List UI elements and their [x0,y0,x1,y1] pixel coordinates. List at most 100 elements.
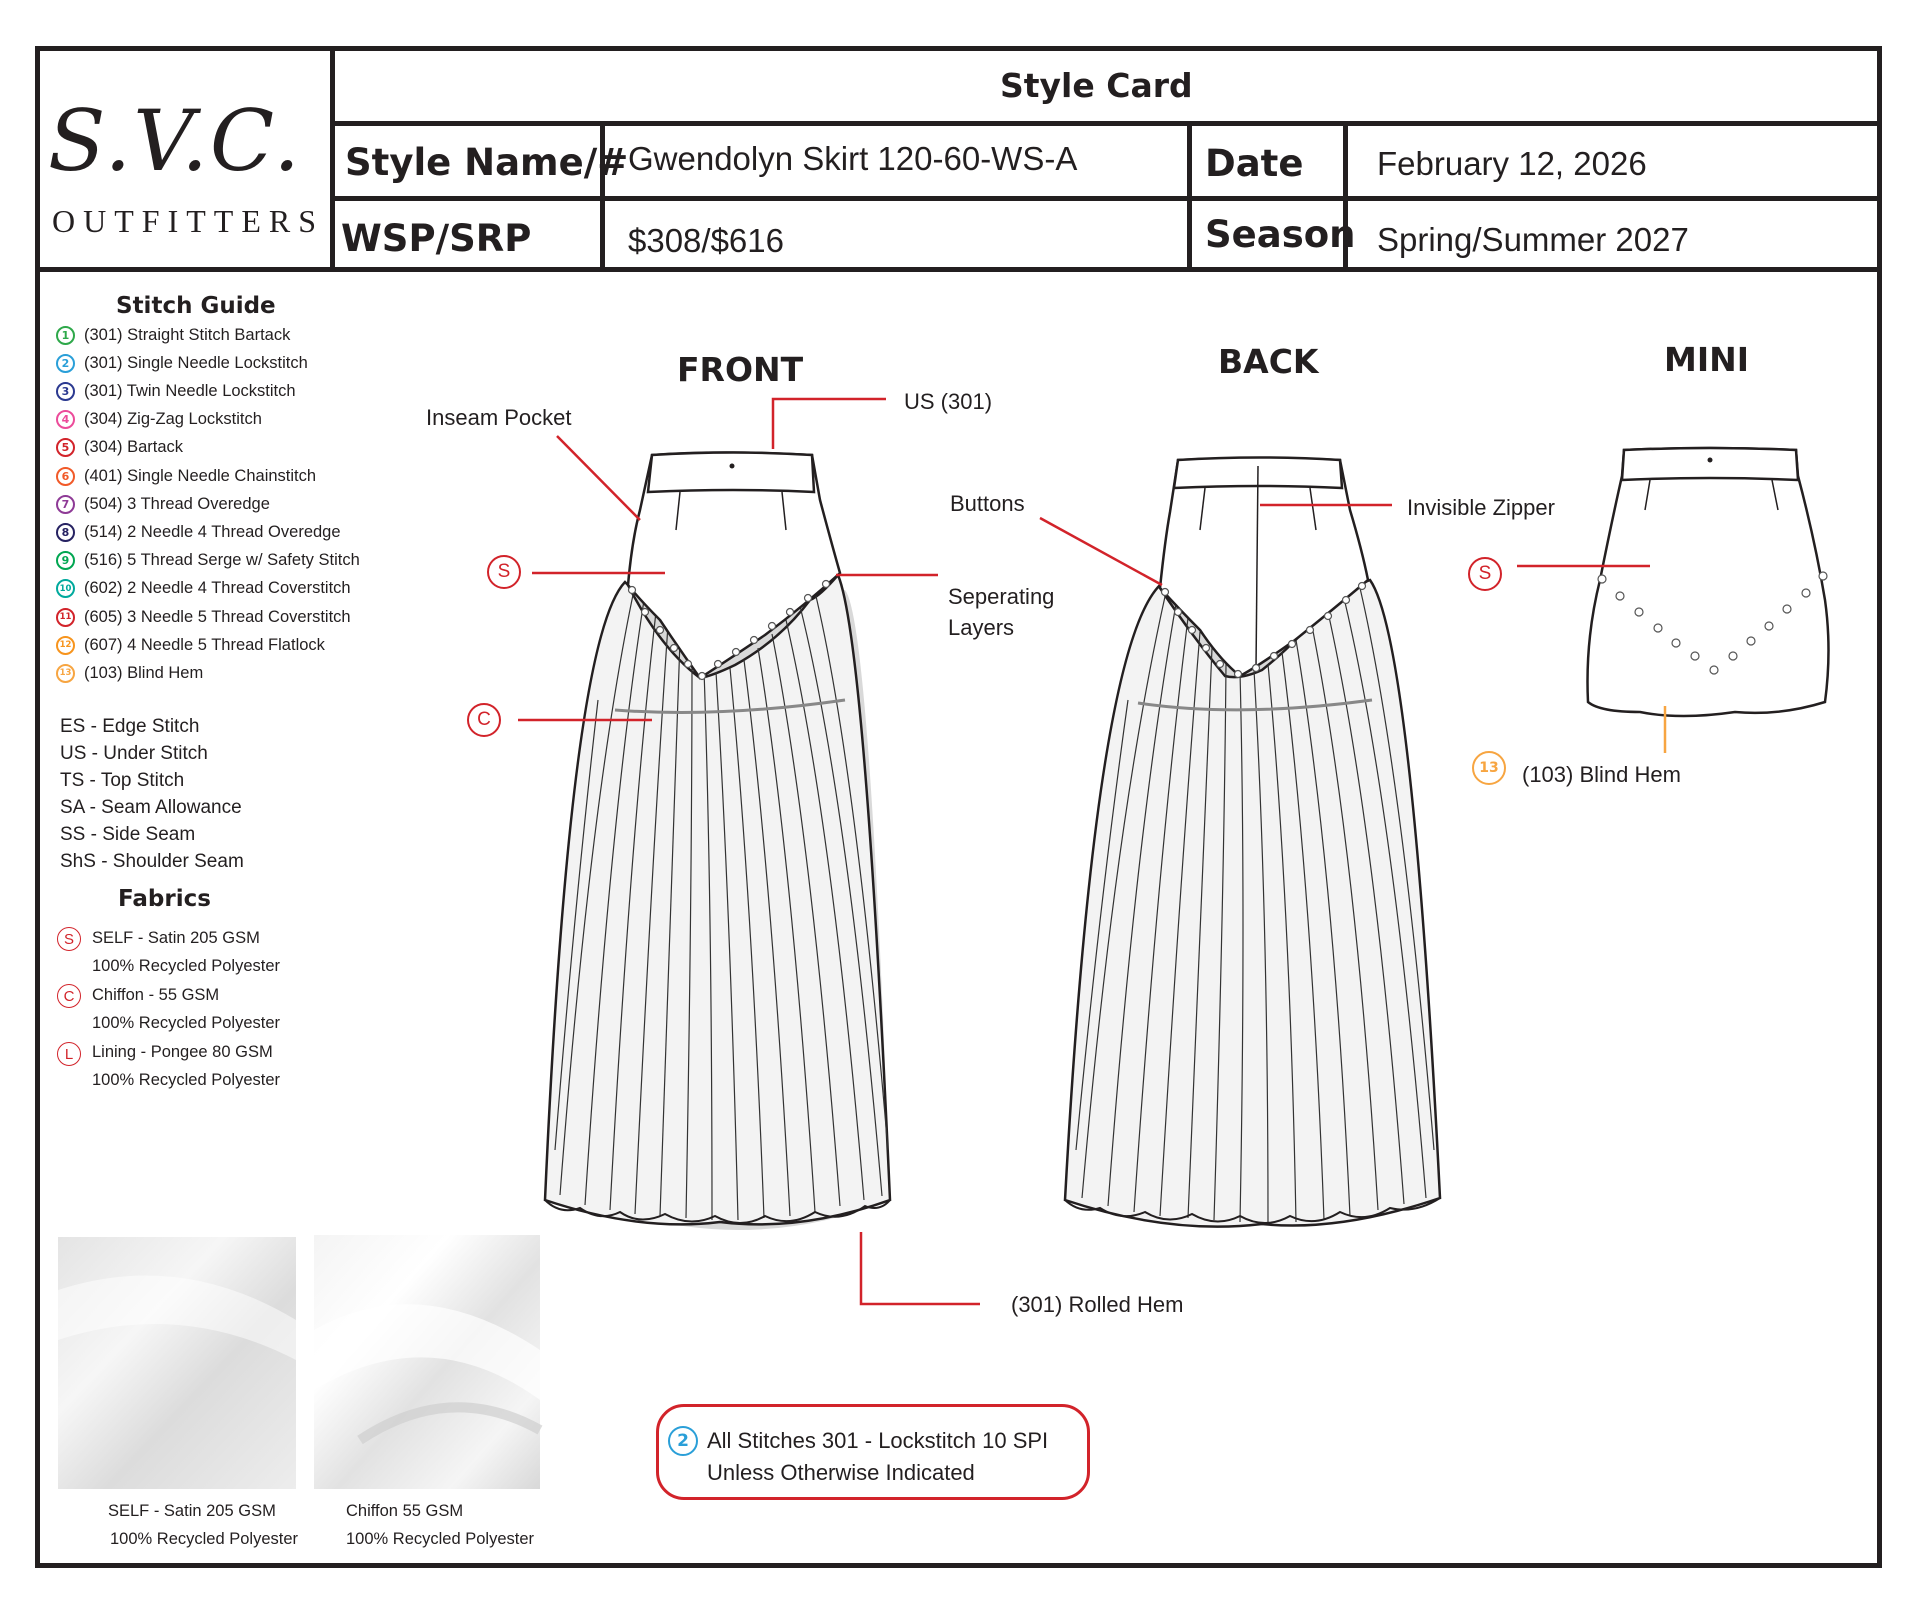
leader-buttons [1039,516,1163,587]
view-title-mini: MINI [1664,340,1750,379]
stitch-guide-item: 11 (605) 3 Needle 5 Thread Coverstitch [56,604,351,630]
swatch-satin-content: 100% Recycled Polyester [110,1530,299,1548]
stitch-number-badge: 8 [56,522,75,542]
callout-mini-blind-hem-badge: 13 [1472,751,1506,785]
stitch-number-badge: 11 [56,607,75,627]
stitch-number-badge: 9 [56,551,75,571]
stitch-guide-label: (514) 2 Needle 4 Thread Overedge [84,522,341,541]
view-title-front: FRONT [677,350,804,389]
stitch-guide-label: (602) 2 Needle 4 Thread Coverstitch [84,579,351,598]
swatch-satin-name: SELF - Satin 205 GSM [108,1502,276,1520]
header-bottom-line [35,267,1882,272]
stitch-guide-title: Stitch Guide [116,293,276,319]
leader-us-301 [771,397,886,449]
stitch-number-badge: 5 [56,438,75,458]
card-title: Style Card [1000,66,1193,105]
mini-waistband [1620,446,1800,482]
swatch-chiffon-content: 100% Recycled Polyester [346,1530,535,1548]
stitch-number-badge: 2 [56,353,75,373]
stitch-guide-label: (607) 4 Needle 5 Thread Flatlock [84,635,325,654]
note-line-1: All Stitches 301 - Lockstitch 10 SPI [707,1428,1049,1453]
style-name-label: Style Name/# [345,141,629,184]
note-line-2: Unless Otherwise Indicated [707,1460,975,1485]
front-skirt-flat [543,451,892,1230]
header-divider-col3 [1343,121,1348,272]
fabric-lining-name: Lining - Pongee 80 GSM [92,1043,273,1061]
stitch-guide-item: 3 (301) Twin Needle Lockstitch [56,378,296,404]
mini-dart-left [1644,479,1651,511]
note-stitch-badge: 2 [668,1426,698,1456]
back-dart-right [1309,487,1317,531]
fabric-badge-self: S [57,927,81,951]
stitch-note-box [656,1404,1090,1500]
front-hem-wave [544,1199,891,1224]
mini-waist-button [1707,457,1713,463]
mini-skirt-flat [1586,446,1830,718]
fabric-self-name: SELF - Satin 205 GSM [92,929,260,947]
season-value: Spring/Summer 2027 [1377,221,1689,258]
price-value: $308/$616 [628,222,784,259]
header-divider-col1 [600,121,605,272]
brand-logo-subtitle: OUTFITTERS [52,203,324,239]
stitch-guide-label: (301) Twin Needle Lockstitch [84,381,296,400]
callout-buttons: Buttons [950,491,1025,516]
callout-rolled-hem: (301) Rolled Hem [1011,1292,1184,1317]
back-hem-wave [1064,1197,1441,1224]
front-waist-button [729,463,735,469]
callout-front-chiffon-badge: C [467,703,501,737]
style-card-frame [35,46,1882,1568]
abbr-shoulder-seam: ShS - Shoulder Seam [60,851,244,872]
mini-dart-right [1771,479,1779,511]
mini-buttons [1597,571,1828,675]
stitch-guide-item: 6 (401) Single Needle Chainstitch [56,463,316,489]
stitch-guide-item: 10 (602) 2 Needle 4 Thread Coverstitch [56,576,351,602]
price-label: WSP/SRP [341,217,532,260]
stitch-guide-item: 1(301) Straight Stitch Bartack [56,322,290,348]
stitch-guide-item: 9 (516) 5 Thread Serge w/ Safety Stitch [56,548,360,574]
swatch-chiffon-fold [314,1304,540,1400]
header-divider-title [330,121,1882,126]
back-lining-hem [1137,698,1373,712]
abbr-under-stitch: US - Under Stitch [60,743,208,764]
abbr-top-stitch: TS - Top Stitch [60,770,185,791]
front-lining-hem [614,698,846,714]
front-waistband [646,451,816,494]
fabric-chiffon-content: 100% Recycled Polyester [92,1014,281,1032]
callout-us-301: US (301) [904,389,993,414]
stitch-guide-label: (304) Bartack [84,438,184,457]
abbr-edge-stitch: ES - Edge Stitch [60,716,200,737]
stitch-guide-label: (304) Zig-Zag Lockstitch [84,410,262,429]
stitch-guide-label: (516) 5 Thread Serge w/ Safety Stitch [84,551,360,570]
swatch-satin-image [58,1237,296,1489]
front-dart-right [781,491,787,531]
header-divider-col2 [1187,121,1192,272]
stitch-guide-item: 8 (514) 2 Needle 4 Thread Overedge [56,519,341,545]
stitch-guide-label: (103) Blind Hem [84,663,204,682]
date-value: February 12, 2026 [1377,145,1647,182]
leader-inseam-pocket [556,435,641,521]
swatch-chiffon-name: Chiffon 55 GSM [346,1502,464,1520]
abbr-seam-allowance: SA - Seam Allowance [60,797,242,818]
stitch-guide-label: (605) 3 Needle 5 Thread Coverstitch [84,607,351,626]
back-zipper-line [1255,465,1259,669]
header-divider-logo [330,46,335,272]
back-skirt-flat [1063,456,1442,1228]
stitch-number-badge: 3 [56,381,75,401]
leader-rolled-hem [859,1232,980,1306]
callout-mini-blind-hem: (103) Blind Hem [1522,762,1681,787]
fabric-badge-chiffon: C [57,984,81,1008]
callout-inseam-pocket: Inseam Pocket [426,405,572,430]
stitch-number-badge: 6 [56,466,75,486]
stitch-guide-item: 4(304) Zig-Zag Lockstitch [56,407,262,433]
stitch-number-badge: 12 [56,635,75,655]
front-buttons [627,579,831,681]
back-skirt-chiffon [1063,578,1442,1228]
stitch-number-badge: 10 [56,579,75,599]
stitch-guide-label: (301) Straight Stitch Bartack [84,325,291,344]
front-dart-left [675,491,681,531]
callout-invisible-zipper: Invisible Zipper [1407,495,1555,520]
fabrics-title: Fabrics [118,886,211,912]
stitch-guide-label: (401) Single Needle Chainstitch [84,466,317,485]
